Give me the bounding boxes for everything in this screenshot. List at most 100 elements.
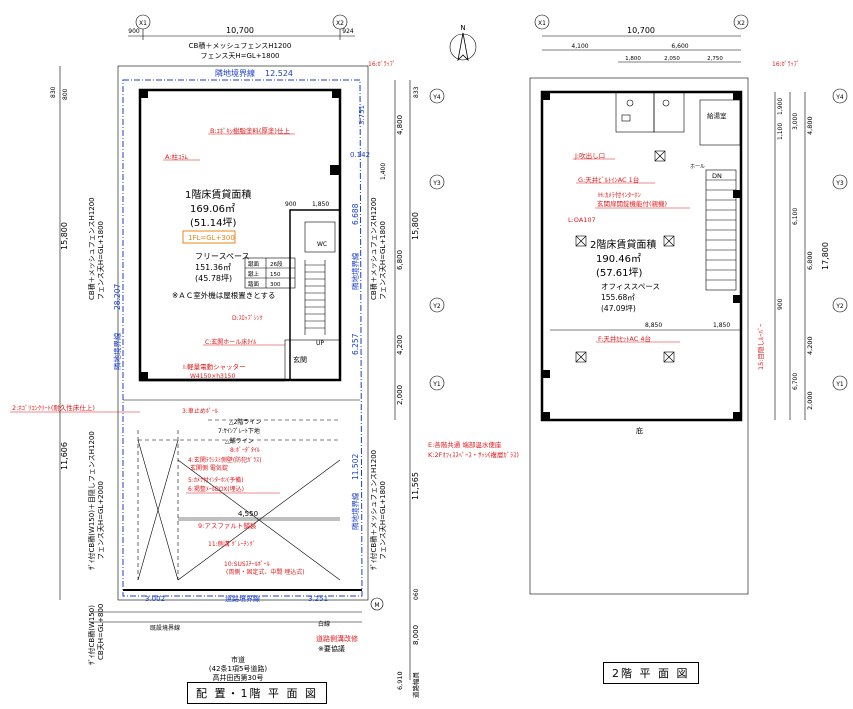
boundary-left-label: 隣地境界線 — [112, 332, 122, 370]
dim-right-1: 4,800 — [396, 115, 404, 135]
note-9: 9:アスファルト舗装 — [198, 521, 257, 530]
dim-2f-r-6800: 6,800 — [806, 251, 814, 270]
room-area-1f: 169.06㎡ — [190, 203, 235, 215]
note-l: L:OA107 — [568, 216, 596, 224]
note-10b: (両側・固定式、中間 埋込式) — [226, 568, 305, 576]
svg-text:Y2: Y2 — [835, 303, 844, 310]
dim-right-11: 833 — [413, 86, 420, 98]
svg-text:300: 300 — [270, 282, 281, 288]
left-fence5: ｻﾞｲ付CB積(W150) — [87, 605, 96, 665]
note-11: 11:側溝 ｸﾞﾚｰﾁﾝｸﾞ — [208, 540, 256, 548]
road3: 高井田西第30号 — [213, 673, 264, 682]
dim-2f-r-6700: 6,700 — [792, 373, 799, 390]
grid-bubble-x1-2f: X1 — [534, 14, 550, 30]
free-space-tsubo: (45.78坪) — [195, 274, 232, 283]
note-j: J:吹出し口 — [574, 151, 605, 160]
stair-table: 蹴面 26段 蹴上 150 踏面 300 — [244, 257, 296, 289]
note-10a: 10:SUSｽﾁｰﾙﾎﾟｰﾙ — [224, 561, 270, 568]
note-16-2f: 16:ｶﾞﾗｯﾌﾟ — [772, 61, 800, 68]
grid-bubble-y4-left: Y4 — [429, 88, 445, 104]
dim-top-left: 900 — [128, 28, 140, 35]
free-space-label: フリースペース — [195, 252, 250, 261]
note-h2: 玄関扉開錠機能付(親機) — [597, 199, 667, 208]
boundary-left-length: 28.207 — [113, 284, 122, 310]
svg-text:M: M — [374, 602, 379, 609]
fl-tag-box — [182, 230, 236, 244]
grid-bubble-y1-right: Y1 — [832, 375, 848, 391]
right-fence1: CB積＋メッシュフェンスH1200 — [369, 197, 378, 300]
grid-bubble-x2: X2 — [332, 14, 348, 30]
road2: (42条1項5号道路) — [209, 664, 268, 673]
dim-right-6: 2,000 — [396, 385, 404, 405]
note-line1: △2階ライン — [229, 418, 261, 426]
dim-2f-r-6100: 6,100 — [792, 208, 799, 225]
dim-2f-1800: 1,800 — [625, 56, 641, 62]
svg-text:X1: X1 — [139, 20, 147, 27]
note-d: D:ｽﾛｯﾌﾟｼﾝｸ — [232, 315, 263, 322]
svg-text:蹴上: 蹴上 — [248, 270, 260, 278]
ac-unit-3 — [575, 351, 587, 363]
boundary-top-label: 隣地境界線 — [215, 68, 255, 78]
office-label: オフィススペース — [601, 282, 660, 291]
note-5b: 6:掲整ﾒｰﾙBOX(埋込) — [188, 485, 244, 493]
grid-bubble-y2-right: Y2 — [832, 297, 848, 313]
dim-2f-r-3000: 3,000 — [792, 113, 799, 130]
note-g: G:天井ﾋﾞﾙﾄｲﾝAC 1台 — [578, 175, 639, 184]
right-fence4: フェンス天H=GL+1800 — [379, 481, 387, 560]
svg-text:蹴面: 蹴面 — [248, 260, 260, 268]
left-fence6: CB天H=GL+800 — [97, 604, 105, 660]
svg-text:X1: X1 — [538, 20, 546, 27]
note-2: 2:ﾎｺﾞﾘｺﾝｸﾘｰﾄ(耐久性床仕上) — [12, 403, 95, 412]
note-sign: △舗ライン — [225, 437, 254, 445]
office-area: 155.68㎡ — [601, 293, 635, 302]
left-fence2: フェンス天H=GL+1800 — [97, 221, 105, 300]
boundary-right-len5: 0.142 — [350, 151, 370, 159]
note-16-1f: 16:ｶﾞﾗｯﾌﾟ — [368, 61, 396, 68]
site-boundary — [122, 79, 363, 597]
dim-inner-1850: 1,850 — [312, 201, 329, 208]
dim-2f-1850: 1,850 — [713, 322, 730, 329]
right-fence3: ｻﾞｲ付CB積＋メッシュフェンスH1200 — [369, 450, 378, 570]
left-fence1: CB積＋メッシュフェンスH1200 — [87, 197, 96, 300]
svg-text:N: N — [460, 24, 465, 32]
dim-2f-r-4200: 4,200 — [806, 336, 814, 355]
dim-top-total: 10,700 — [226, 26, 254, 35]
dim-right-3: 4,200 — [396, 335, 404, 355]
dim-left-bottom: 11,606 — [60, 442, 69, 470]
dim-left-total: 15,800 — [60, 222, 69, 250]
kizon-label: 既設境界線 — [150, 624, 180, 632]
note-4b: 玄関側 電気錠 — [190, 464, 228, 472]
room-tsubo-2f: (57.61坪) — [596, 266, 643, 279]
right-fence2: フェンス天H=GL+1800 — [379, 221, 387, 300]
dim-2f-r-1100: 1,100 — [777, 123, 784, 140]
room-name-1f: 1階床賃貸面積 — [185, 188, 251, 201]
room-tsubo-1f: (51.14坪) — [190, 216, 237, 229]
note-4a: 4:玄関ﾃﾗｼｽﾐ側壁(防犯ｶﾞﾗｽ) — [188, 456, 262, 464]
note-3: 3:車止めﾎﾟｰﾙ — [182, 407, 218, 415]
ac-unit-1 — [575, 235, 587, 247]
svg-text:Y3: Y3 — [432, 180, 441, 187]
dim-2f-6600: 6,600 — [671, 43, 688, 50]
m-marker — [370, 597, 384, 611]
boundary-right-len4: 3.751 — [358, 105, 366, 125]
plan1-title: 配 置・1階 平 面 図 — [187, 682, 327, 704]
road1: 市道 — [231, 655, 245, 664]
dim-right-4: 15,800 — [411, 212, 420, 240]
sokko-label: 道路側溝改修 — [316, 634, 358, 643]
note-i2: W4150×h3150 — [190, 373, 235, 380]
dim-inner-900: 900 — [285, 201, 297, 208]
dim-right-5: 11,565 — [411, 472, 420, 500]
building-outline-2f — [540, 90, 743, 422]
note-h1: H:ｶﾒﾗ付ｲﾝﾀｰﾎﾝ — [598, 190, 641, 199]
boundary-right-len2: 6.257 — [351, 333, 360, 355]
note-c: C:玄関ホール床ﾀｲﾙ — [205, 338, 256, 346]
entry-label: 玄関 — [293, 355, 307, 364]
svg-text:X2: X2 — [336, 20, 344, 27]
svg-text:踏面: 踏面 — [248, 280, 260, 288]
kyuto-label: 給湯室 — [707, 111, 727, 120]
dim-right-1400: 1,400 — [380, 163, 387, 180]
free-space-area: 151.36㎡ — [195, 263, 231, 272]
left-fence3: ｻﾞｲ付CB積(W150)＋目隠しフェンスH1200 — [87, 431, 96, 570]
dim-2f-r-1900: 1,900 — [777, 98, 784, 115]
